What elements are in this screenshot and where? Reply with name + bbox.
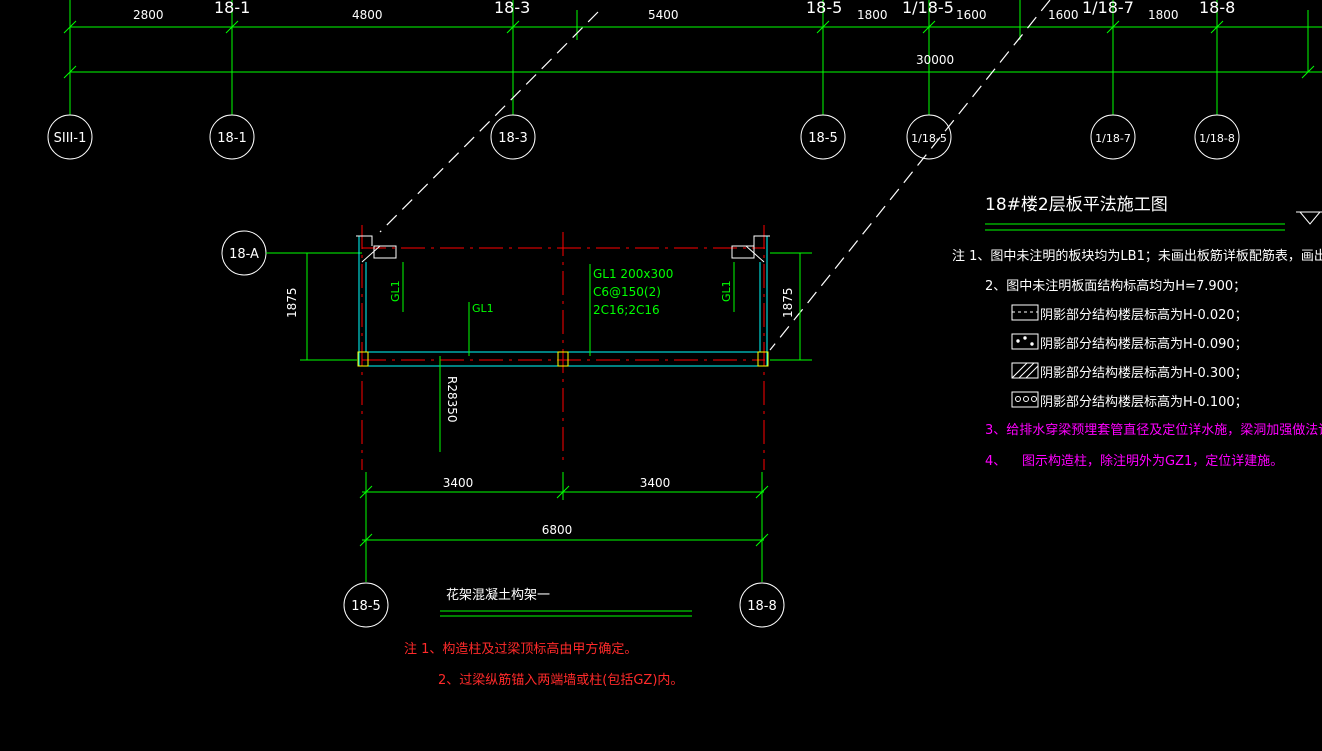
top-axis-labels: 18-1 18-3 18-5 1/18-5 1/18-7 18-8 — [214, 0, 1235, 17]
legend-swatch-4 — [1011, 391, 1039, 408]
radius-label: R28350 — [445, 376, 459, 423]
grid-bubbles — [47, 114, 1240, 160]
drawing-title: 18#楼2层板平法施工图 — [985, 195, 1168, 215]
bubble-18-1: 18-1 — [217, 131, 247, 146]
notes-right: 注 1、图中未注明的板块均为LB1；未画出板筋详板配筋表，画出但未注明板负筋 2… — [952, 248, 1322, 410]
top-dim-5: 1600 — [956, 8, 987, 22]
section-cut-lines — [379, 0, 1051, 351]
beam-note-line-3: 2C16;2C16 — [593, 303, 660, 317]
gl1-leaders — [402, 262, 735, 356]
bubble-1-18-8: 1/18-8 — [1199, 132, 1235, 145]
north-arrow-icon — [1296, 211, 1322, 225]
legend-3-label: 阴影部分结构楼层标高为H-0.300； — [1040, 365, 1248, 381]
bottom-dimension-texts: 3400 3400 6800 — [443, 476, 671, 537]
beam-note: GL1 200x300 C6@150(2) 2C16;2C16 — [593, 267, 673, 317]
top-dim-2: 4800 — [352, 8, 383, 22]
plan-red-axes — [361, 225, 765, 470]
note-right-3: 3、给排水穿梁预埋套管直径及定位详水施，梁洞加强做法详结构总说明。 — [985, 422, 1322, 438]
section-title: 花架混凝土构架一 — [446, 587, 550, 603]
axis-18-a-label: 18-A — [229, 247, 259, 262]
notes-right-magenta: 3、给排水穿梁预埋套管直径及定位详水施，梁洞加强做法详结构总说明。 4、 图示构… — [985, 422, 1322, 469]
bottom-axis-bubbles — [343, 582, 785, 628]
left-dim-1875: 1875 — [285, 287, 299, 318]
bottom-axis-18-8: 18-8 — [747, 599, 777, 614]
top-dim-6: 1600 — [1048, 8, 1079, 22]
top-axis-18-1: 18-1 — [214, 0, 250, 17]
top-axis-18-8: 18-8 — [1199, 0, 1235, 17]
dim-3400-right: 3400 — [640, 476, 671, 490]
dim-3400-left: 3400 — [443, 476, 474, 490]
corner-leaders — [356, 235, 770, 263]
legend-2-label: 阴影部分结构楼层标高为H-0.090； — [1040, 336, 1248, 352]
dim-6800: 6800 — [542, 523, 573, 537]
bubble-18-3: 18-3 — [498, 131, 528, 146]
gl1-right: GL1 — [720, 280, 733, 302]
top-dim-total: 30000 — [916, 53, 954, 67]
right-dim-1875: 1875 — [781, 287, 795, 318]
drawing-title-underline — [985, 223, 1285, 231]
note-right-1: 注 1、图中未注明的板块均为LB1；未画出板筋详板配筋表，画出但未注明板负筋 — [952, 248, 1322, 264]
top-dimension-lines — [63, 0, 1322, 115]
gl1-left: GL1 — [389, 280, 402, 302]
bottom-notes: 注 1、构造柱及过梁顶标高由甲方确定。 2、过梁纵筋锚入两端墙或柱(包括GZ)内… — [404, 641, 683, 688]
bubble-1-18-7: 1/18-7 — [1095, 132, 1131, 145]
beam-note-line-1: GL1 200x300 — [593, 267, 673, 281]
bubble-18-5: 18-5 — [808, 131, 838, 146]
note-right-2: 2、图中未注明板面结构标高均为H=7.900； — [985, 278, 1246, 294]
bottom-note-1: 注 1、构造柱及过梁顶标高由甲方确定。 — [404, 641, 637, 657]
gl1-labels: GL1 GL1 GL1 — [389, 280, 733, 315]
top-axis-18-5: 18-5 — [806, 0, 842, 17]
plan-columns — [357, 245, 769, 367]
top-axis-1-18-7: 1/18-7 — [1082, 0, 1134, 17]
legend-swatch-3 — [1011, 362, 1039, 379]
note-right-4: 图示构造柱，除注明外为GZ1，定位详建施。 — [1022, 454, 1283, 469]
side-dimensions — [300, 252, 812, 361]
bubble-siii-1: SIII-1 — [54, 131, 87, 146]
grid-bubble-labels: SIII-1 18-1 18-3 18-5 1/18-5 1/18-7 1/18… — [54, 131, 1235, 146]
top-dimension-texts: 2800 4800 5400 1800 1600 1600 1800 30000 — [133, 8, 1179, 67]
legend-1-label: 阴影部分结构楼层标高为H-0.020； — [1040, 307, 1248, 323]
top-axis-1-18-5: 1/18-5 — [902, 0, 954, 17]
note-right-4-num: 4、 — [985, 454, 1006, 469]
top-axis-18-3: 18-3 — [494, 0, 530, 17]
top-dim-1: 2800 — [133, 8, 164, 22]
legend-swatches — [1011, 304, 1039, 408]
section-title-underline — [440, 610, 692, 617]
bottom-axis-18-5: 18-5 — [351, 599, 381, 614]
top-dim-7: 1800 — [1148, 8, 1179, 22]
top-dim-4: 1800 — [857, 8, 888, 22]
gl1-mid: GL1 — [472, 302, 494, 315]
top-dim-3: 5400 — [648, 8, 679, 22]
beam-note-line-2: C6@150(2) — [593, 285, 661, 299]
legend-4-label: 阴影部分结构楼层标高为H-0.100； — [1040, 394, 1248, 410]
legend-swatch-2 — [1011, 333, 1039, 350]
bottom-dimension-lines — [359, 472, 769, 582]
bottom-note-2: 2、过梁纵筋锚入两端墙或柱(包括GZ)内。 — [438, 672, 683, 688]
bubble-1-18-5: 1/18-5 — [911, 132, 947, 145]
